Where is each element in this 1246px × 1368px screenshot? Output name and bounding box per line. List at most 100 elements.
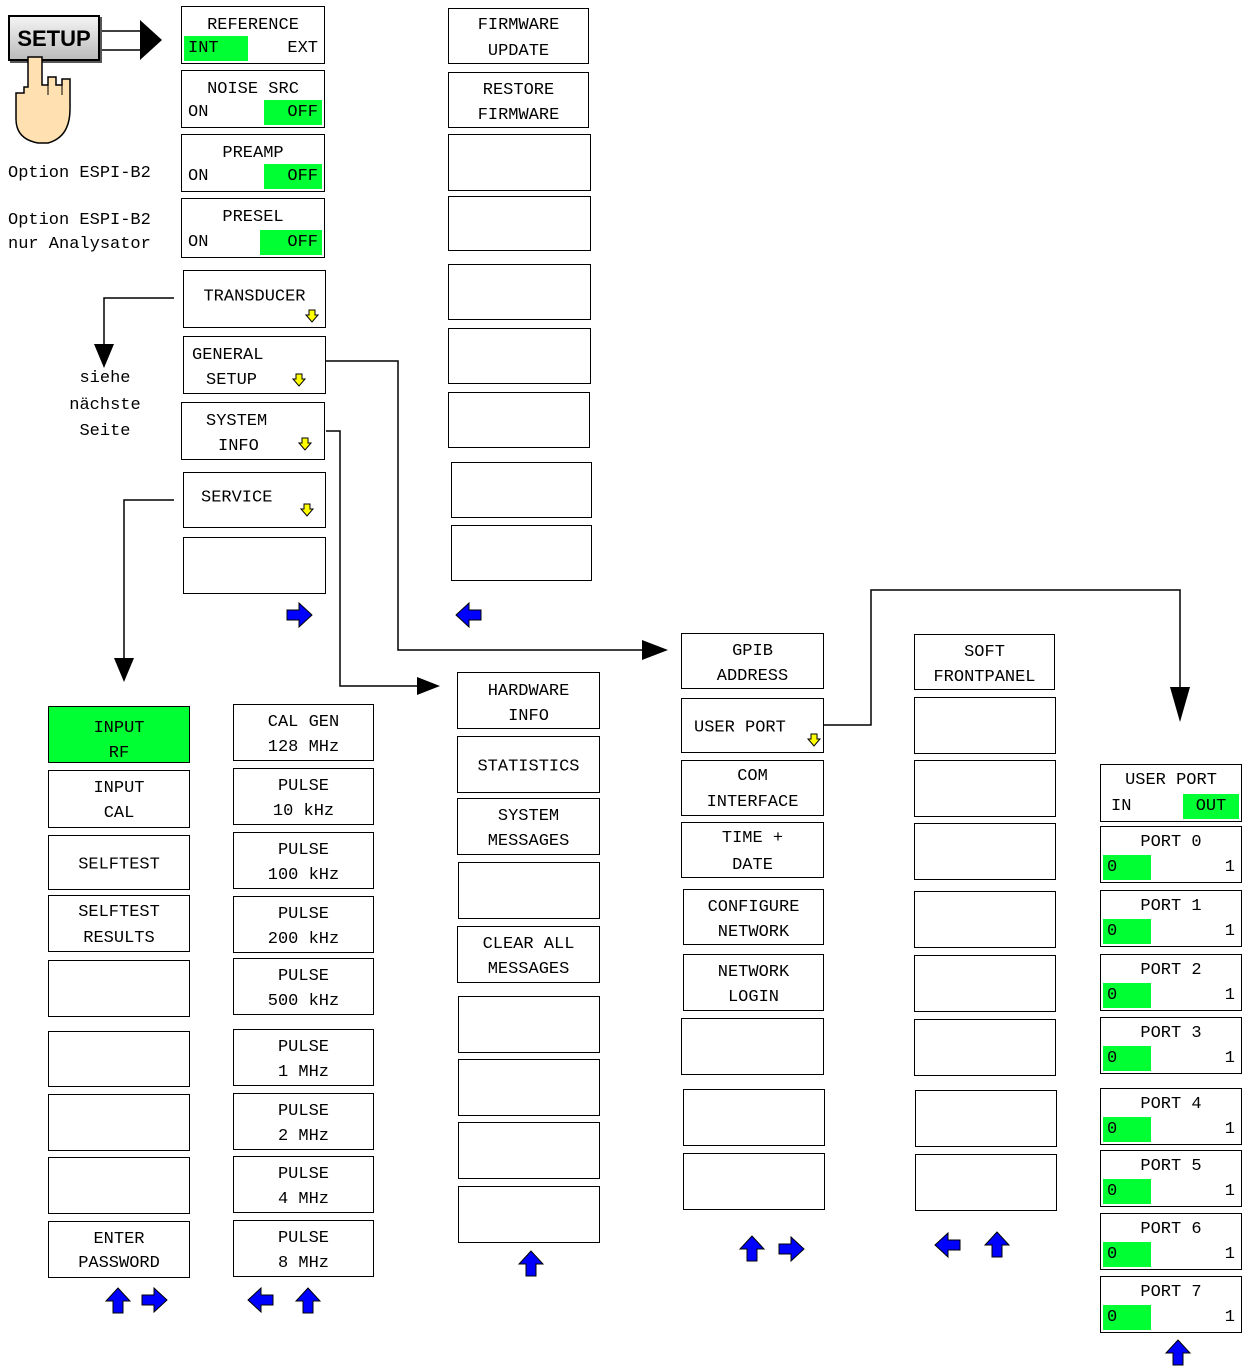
softkey-time-date[interactable]: TIME + DATE [681, 822, 824, 878]
nav-left-icon[interactable] [246, 1287, 274, 1313]
softkey-empty[interactable] [683, 1153, 825, 1210]
softkey-empty[interactable] [448, 196, 591, 251]
softkey-empty[interactable] [458, 1059, 600, 1116]
softkey-network-login[interactable]: NETWORK LOGIN [683, 954, 824, 1011]
softkey-input-rf[interactable]: INPUT RF [48, 706, 190, 763]
network-login-line1: NETWORK [717, 963, 790, 982]
softkey-selftest[interactable]: SELFTEST [48, 835, 190, 890]
time-date-line1: TIME + [721, 829, 784, 848]
softkey-general-setup[interactable]: GENERAL SETUP [183, 336, 326, 394]
setup-hardkey[interactable]: SETUP [8, 15, 100, 61]
softkey-gpib-address[interactable]: GPIB ADDRESS [681, 633, 824, 689]
restore-firmware-line2: FIRMWARE [477, 106, 560, 125]
softkey-hardware-info[interactable]: HARDWARE INFO [457, 672, 600, 729]
softkey-preamp[interactable]: PREAMP ON OFF [181, 134, 325, 192]
port-title: PORT 4 [1140, 1095, 1202, 1114]
softkey-empty[interactable] [448, 328, 591, 384]
softkey-empty[interactable] [458, 1186, 600, 1243]
softkey-user-port-io[interactable]: USER PORT IN OUT [1100, 764, 1242, 822]
nav-up-icon[interactable] [984, 1230, 1010, 1258]
softkey-user-port[interactable]: USER PORT [681, 698, 824, 753]
nav-up-icon[interactable] [739, 1234, 765, 1262]
softkey-empty[interactable] [183, 537, 326, 594]
softkey-system-info[interactable]: SYSTEM INFO [181, 402, 325, 460]
softkey-empty[interactable] [451, 462, 592, 518]
softkey-input-cal[interactable]: INPUT CAL [48, 770, 190, 828]
softkey-empty[interactable] [914, 760, 1056, 817]
softkey-empty[interactable] [48, 960, 190, 1017]
softkey-soft-frontpanel[interactable]: SOFT FRONTPANEL [914, 634, 1055, 690]
softkey-empty[interactable] [458, 996, 600, 1053]
port-value-0: 0 [1103, 1242, 1151, 1267]
softkey-empty[interactable] [451, 525, 592, 581]
softkey-empty[interactable] [48, 1094, 190, 1151]
softkey-reference[interactable]: REFERENCE INT EXT [181, 6, 325, 64]
softkey-noise-src[interactable]: NOISE SRC ON OFF [181, 70, 325, 128]
softkey-selftest-results[interactable]: SELFTEST RESULTS [48, 895, 190, 952]
softkey-empty[interactable] [914, 891, 1056, 948]
softkey-empty[interactable] [914, 1019, 1056, 1076]
softkey-com-interface[interactable]: COM INTERFACE [681, 760, 824, 816]
softkey-presel[interactable]: PRESEL ON OFF [181, 198, 325, 258]
softkey-empty[interactable] [914, 955, 1056, 1012]
softkey-empty[interactable] [915, 1154, 1057, 1211]
softkey-empty[interactable] [683, 1089, 825, 1146]
nav-up-icon[interactable] [105, 1286, 131, 1314]
softkey-empty[interactable] [914, 697, 1056, 754]
nav-left-icon[interactable] [454, 602, 482, 628]
softkey-empty[interactable] [448, 264, 591, 320]
softkey-empty[interactable] [915, 1090, 1057, 1147]
cal-line2: 2 MHz [277, 1127, 329, 1146]
nav-right-icon[interactable] [778, 1236, 806, 1262]
softkey-statistics[interactable]: STATISTICS [457, 736, 600, 793]
port-value-1: 1 [1224, 1182, 1235, 1201]
noise-src-on: ON [188, 103, 209, 122]
softkey-empty[interactable] [448, 134, 591, 191]
system-messages-line2: MESSAGES [487, 832, 570, 851]
soft-frontpanel-line1: SOFT [964, 643, 1005, 662]
softkey-firmware-update[interactable]: FIRMWARE UPDATE [448, 8, 589, 64]
softkey-clear-all-messages[interactable]: CLEAR ALL MESSAGES [457, 926, 600, 983]
softkey-configure-network[interactable]: CONFIGURE NETWORK [683, 889, 824, 945]
note-presel-analyzer: nur Analysator [8, 235, 151, 254]
port-value-0: 0 [1103, 1179, 1151, 1204]
input-rf-line1: INPUT [93, 719, 145, 738]
nav-left-icon[interactable] [933, 1232, 961, 1258]
softkey-empty[interactable] [458, 1122, 600, 1179]
user-port-out: OUT [1183, 794, 1239, 819]
port-value-1: 1 [1224, 1245, 1235, 1264]
nav-up-icon[interactable] [295, 1286, 321, 1314]
nav-right-icon[interactable] [141, 1287, 169, 1313]
nav-up-icon[interactable] [1165, 1338, 1191, 1366]
softkey-empty[interactable] [448, 392, 590, 448]
softkey-empty[interactable] [48, 1157, 190, 1214]
softkey-empty[interactable] [458, 862, 600, 919]
softkey-system-messages[interactable]: SYSTEM MESSAGES [457, 798, 600, 855]
softkey-empty[interactable] [681, 1018, 824, 1075]
nav-up-icon[interactable] [518, 1249, 544, 1277]
nav-right-icon[interactable] [286, 602, 314, 628]
softkey-empty[interactable] [914, 823, 1056, 880]
softkey-empty[interactable] [48, 1031, 190, 1087]
softkey-service[interactable]: SERVICE [183, 472, 326, 528]
softkey-transducer[interactable]: TRANSDUCER [183, 270, 326, 328]
softkey-restore-firmware[interactable]: RESTORE FIRMWARE [448, 72, 589, 128]
softkey-enter-password[interactable]: ENTER PASSWORD [48, 1221, 190, 1278]
